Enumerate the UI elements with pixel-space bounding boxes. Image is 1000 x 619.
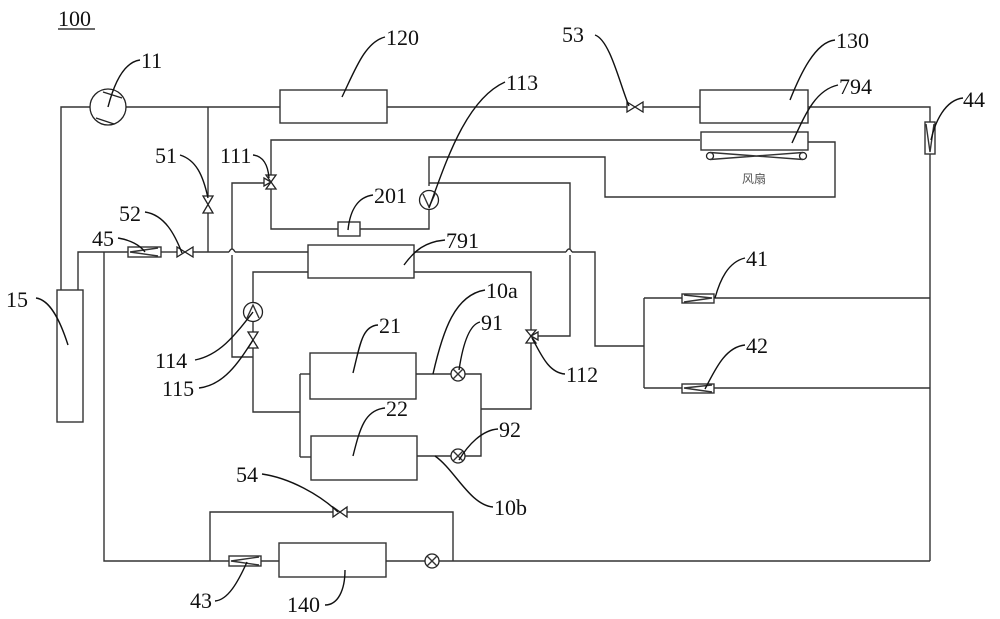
leader-44 [931,98,963,140]
label-42: 42 [746,333,768,358]
pipe-crossover-569 [566,249,572,252]
label-21: 21 [379,313,401,338]
plate-exchanger-791 [308,245,414,278]
stop-valve-53 [627,102,643,112]
figure-number: 100 [58,6,91,31]
leader-51 [180,155,208,198]
label-10a: 10a [486,278,518,303]
label-92: 92 [499,417,521,442]
label-45: 45 [92,226,114,251]
label-111: 111 [220,143,251,168]
leader-91 [459,322,480,370]
expansion-valve-91 [451,367,465,381]
leader-10a [433,290,485,374]
pipe-113-to-112-lower [538,255,570,336]
check-valve-41 [682,294,714,303]
label-11: 11 [141,48,162,73]
expansion-valve-140 [425,554,439,568]
accumulator-15 [57,290,83,422]
label-120: 120 [386,25,419,50]
pipe-accumulator-to-45 [78,252,128,290]
fan-icon [707,153,807,160]
three-way-valve-112 [526,330,538,343]
pipe-91-92-right [465,374,481,456]
label-115: 115 [162,376,194,401]
label-113: 113 [506,70,538,95]
leader-120 [342,37,385,97]
leader-115 [199,340,253,388]
pipe-130-to-44 [808,107,930,122]
label-114: 114 [155,348,187,373]
label-140: 140 [287,592,320,617]
expansion-valve-92 [451,449,465,463]
label-791: 791 [446,228,479,253]
evaporator-22 [311,436,417,480]
label-52: 52 [119,201,141,226]
leader-42 [705,345,745,389]
leader-53 [595,35,629,106]
pipe-112-to-evap-return [481,343,531,409]
leader-43 [215,562,247,601]
pipe-115-to-evaporators [253,348,300,412]
label-43: 43 [190,588,212,613]
radiator-794 [701,132,808,150]
stop-valve-52 [177,247,193,257]
pipe-to-41-42-branch [572,252,644,346]
heat-exchanger-140 [279,543,386,577]
check-valve-44 [925,122,935,154]
label-15: 15 [6,287,28,312]
label-130: 130 [836,28,869,53]
valve-icon [627,102,643,112]
pipe-crossover-232 [229,249,235,252]
pipe-201-to-113 [360,209,429,229]
labels: 100 11 15 120 53 130 794 44 113 51 111 2… [6,6,985,617]
label-10b: 10b [494,495,527,520]
label-53: 53 [562,22,584,47]
pipe-111-side-in [232,183,264,249]
valve-icon [526,330,538,343]
label-201: 201 [374,183,407,208]
label-54: 54 [236,462,258,487]
label-91: 91 [481,310,503,335]
pipe-111-to-201 [271,189,338,229]
valve-icon [203,196,213,213]
fan-pulley-left [707,153,714,160]
valve-icon [264,175,276,189]
valve-icon [177,247,193,257]
heat-exchanger-120 [280,90,387,123]
label-112: 112 [566,362,598,387]
evaporator-21 [310,353,416,399]
leader-10b [435,456,493,507]
fan-label: 风扇 [742,171,766,186]
leader-41 [715,258,745,298]
fan-belt [710,153,803,160]
fan-pulley-right [800,153,807,160]
stop-valve-51 [203,196,213,213]
leader-113 [429,82,505,208]
label-22: 22 [386,396,408,421]
check-valve-42 [682,384,714,393]
label-794: 794 [839,74,872,99]
pipe-accumulator-to-compressor [61,107,90,290]
pipe-791-to-114 [253,272,308,303]
label-44: 44 [963,87,985,112]
check-valve-43 [229,556,261,566]
label-41: 41 [746,246,768,271]
three-way-valve-111 [264,175,276,189]
label-51: 51 [155,143,177,168]
